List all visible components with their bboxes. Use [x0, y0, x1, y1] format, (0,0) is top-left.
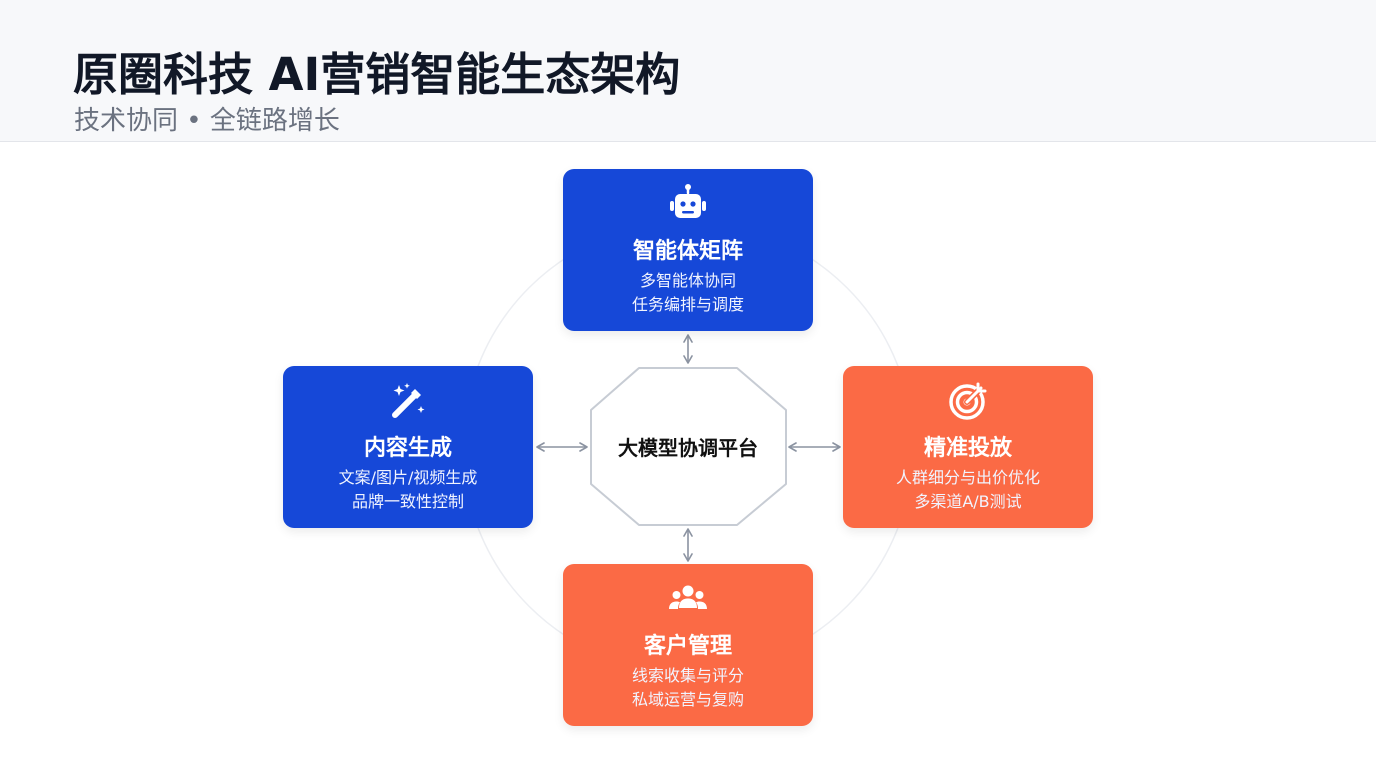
- robot-icon: [670, 184, 706, 218]
- center-node: 大模型协调平台: [590, 367, 786, 525]
- node-desc-line2: 私域运营与复购: [631, 690, 744, 709]
- page-subtitle: 技术协同 • 全链路增长: [74, 106, 340, 136]
- node-desc-line1: 文案/图片/视频生成: [338, 468, 478, 487]
- center-label: 大模型协调平台: [618, 435, 758, 460]
- node-agent-matrix: 智能体矩阵 多智能体协同 任务编排与调度: [563, 169, 813, 331]
- target-icon: [949, 382, 987, 420]
- node-title: 客户管理: [643, 634, 732, 659]
- node-content-generation: 内容生成 文案/图片/视频生成 品牌一致性控制: [283, 366, 533, 528]
- node-desc-line1: 人群细分与出价优化: [895, 468, 1040, 487]
- node-desc-line2: 多渠道A/B测试: [914, 492, 1022, 511]
- node-title: 智能体矩阵: [632, 239, 743, 264]
- page-title: 原圈科技 AI营销智能生态架构: [73, 48, 681, 101]
- node-desc-line2: 任务编排与调度: [631, 295, 744, 314]
- node-title: 精准投放: [923, 436, 1012, 461]
- node-desc-line2: 品牌一致性控制: [351, 492, 464, 511]
- magic-wand-icon: [392, 383, 425, 418]
- node-customer-management: 客户管理 线索收集与评分 私域运营与复购: [563, 564, 813, 726]
- node-precision-delivery: 精准投放 人群细分与出价优化 多渠道A/B测试: [843, 366, 1093, 528]
- center-octagon: [590, 367, 787, 526]
- users-icon: [669, 585, 707, 609]
- node-title: 内容生成: [363, 436, 452, 461]
- node-desc-line1: 多智能体协同: [639, 271, 736, 290]
- node-desc-line1: 线索收集与评分: [631, 666, 744, 685]
- header-bar: 原圈科技 AI营销智能生态架构 技术协同 • 全链路增长: [0, 0, 1376, 142]
